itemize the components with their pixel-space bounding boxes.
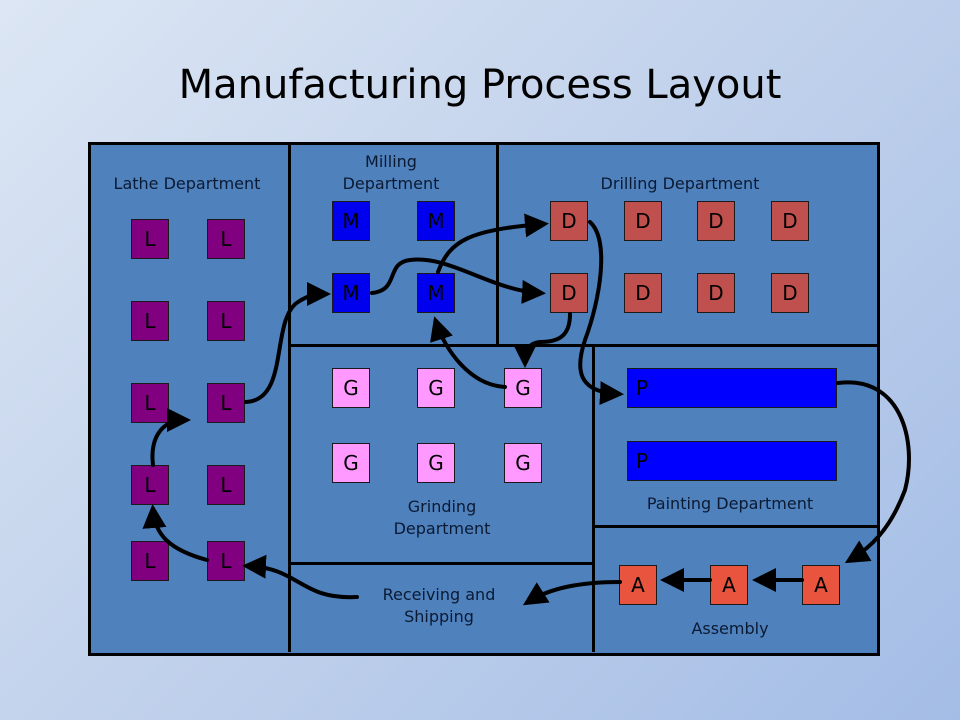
wall-milling-right bbox=[496, 142, 499, 346]
grinding-machine: G bbox=[332, 443, 370, 483]
wall-grinding-right bbox=[592, 344, 595, 652]
lathe-machine: L bbox=[207, 541, 245, 581]
lathe-machine: L bbox=[131, 301, 169, 341]
flow-arrow bbox=[370, 257, 546, 304]
drilling-department-label: Drilling Department bbox=[600, 174, 760, 193]
flow-arrow bbox=[142, 504, 209, 562]
grinding-machine: G bbox=[504, 443, 542, 483]
assembly-station: A bbox=[802, 565, 840, 605]
milling-machine: M bbox=[417, 273, 455, 313]
drilling-machine: D bbox=[550, 201, 588, 241]
flow-arrow bbox=[150, 408, 191, 467]
drilling-machine: D bbox=[550, 273, 588, 313]
painting-machine: P bbox=[627, 368, 837, 408]
assembly-station: A bbox=[619, 565, 657, 605]
assembly-label: Assembly bbox=[691, 619, 769, 638]
flow-arrow bbox=[244, 282, 331, 404]
lathe-machine: L bbox=[131, 219, 169, 259]
lathe-machine: L bbox=[131, 383, 169, 423]
flow-arrow bbox=[242, 554, 359, 600]
drilling-machine: D bbox=[624, 201, 662, 241]
milling-machine: M bbox=[332, 273, 370, 313]
milling-machine: M bbox=[417, 201, 455, 241]
wall-painting-bottom bbox=[592, 525, 877, 528]
lathe-machine: L bbox=[207, 465, 245, 505]
lathe-machine: L bbox=[207, 219, 245, 259]
painting-machine: P bbox=[627, 441, 837, 481]
flow-arrow bbox=[522, 580, 622, 606]
drilling-machine: D bbox=[771, 273, 809, 313]
grinding-machine: G bbox=[332, 368, 370, 408]
flow-arrow bbox=[578, 220, 624, 406]
flow-arrow bbox=[836, 380, 911, 564]
lathe-machine: L bbox=[207, 301, 245, 341]
lathe-machine: L bbox=[131, 465, 169, 505]
drilling-machine: D bbox=[624, 273, 662, 313]
assembly-station: A bbox=[710, 565, 748, 605]
wall-lathe-right bbox=[288, 142, 291, 652]
lathe-machine: L bbox=[207, 383, 245, 423]
milling-machine: M bbox=[332, 201, 370, 241]
lathe-department-label: Lathe Department bbox=[113, 174, 261, 193]
page-title: Manufacturing Process Layout bbox=[178, 62, 782, 108]
grinding-machine: G bbox=[417, 368, 455, 408]
flow-arrow bbox=[430, 316, 507, 389]
wall-grinding-bottom bbox=[288, 562, 594, 565]
drilling-machine: D bbox=[771, 201, 809, 241]
flow-arrow bbox=[513, 312, 572, 368]
grinding-machine: G bbox=[417, 443, 455, 483]
flow-arrow bbox=[436, 213, 549, 274]
drilling-machine: D bbox=[697, 273, 735, 313]
drilling-machine: D bbox=[697, 201, 735, 241]
lathe-machine: L bbox=[131, 541, 169, 581]
painting-department-label: Painting Department bbox=[646, 494, 814, 513]
